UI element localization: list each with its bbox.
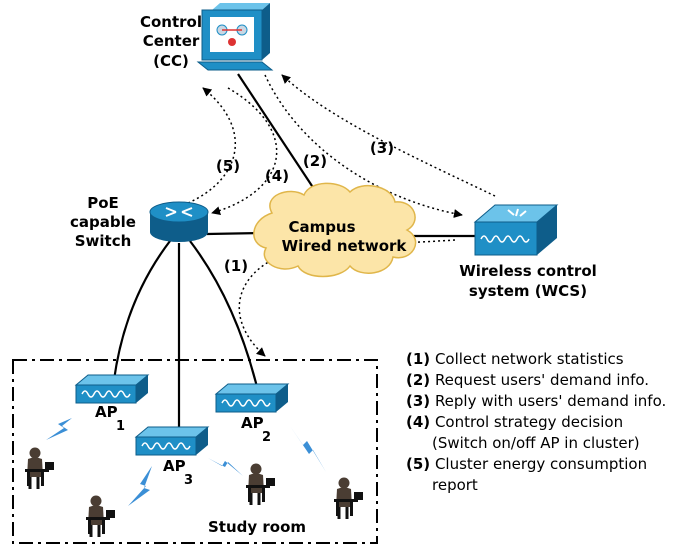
user-icon bbox=[84, 494, 117, 539]
legend-num: (3) bbox=[406, 392, 431, 410]
legend: (1) Collect network statistics (2) Reque… bbox=[406, 349, 666, 496]
step-label-3: (3) bbox=[370, 139, 394, 157]
wireless-signal-2 bbox=[290, 426, 326, 472]
legend-item-3: (3) Reply with users' demand info. bbox=[406, 391, 666, 412]
link-switch-ap1 bbox=[112, 240, 171, 381]
legend-num: (1) bbox=[406, 350, 431, 368]
legend-text: Collect network statistics bbox=[434, 350, 624, 368]
legend-item-5: (5) Cluster energy consumption bbox=[406, 454, 666, 475]
access-point-2 bbox=[215, 383, 289, 413]
ap3-label: AP bbox=[163, 457, 186, 475]
ap3-subscript: 3 bbox=[184, 473, 193, 488]
arrow-step-4 bbox=[211, 87, 278, 216]
ap1-label: AP bbox=[95, 403, 118, 421]
user-icon bbox=[332, 476, 365, 521]
switch-label-line2: capable bbox=[70, 213, 136, 231]
legend-item-2: (2) Request users' demand info. bbox=[406, 370, 666, 391]
wireless-signal-3b bbox=[208, 458, 243, 476]
ap2-subscript: 2 bbox=[262, 430, 271, 445]
user-icon bbox=[23, 446, 56, 491]
poe-switch bbox=[149, 201, 209, 242]
link-cc-cloud bbox=[237, 73, 319, 196]
arrow-step-3 bbox=[281, 74, 496, 197]
legend-text: Request users' demand info. bbox=[434, 371, 650, 389]
wcs-device bbox=[473, 204, 559, 256]
study-room-boundary bbox=[12, 359, 378, 544]
link-switch-ap2 bbox=[189, 240, 259, 388]
legend-text: Cluster energy consumption bbox=[434, 455, 648, 473]
legend-text: Control strategy decision bbox=[434, 413, 624, 431]
study-room-label: Study room bbox=[208, 518, 306, 536]
switch-label-line1: PoE bbox=[87, 194, 119, 212]
legend-num: (2) bbox=[406, 371, 431, 389]
switch-label-line3: Switch bbox=[75, 232, 132, 250]
arrow-step-5 bbox=[187, 87, 237, 204]
wcs-label-line1: Wireless control bbox=[459, 262, 597, 280]
user-icon bbox=[244, 462, 277, 507]
link-switch-cloud bbox=[206, 231, 261, 236]
network-label-line1: Campus bbox=[288, 218, 355, 236]
ap1-subscript: 1 bbox=[116, 419, 125, 434]
cc-label-line3: (CC) bbox=[153, 52, 189, 70]
arrow-step-2 bbox=[264, 74, 463, 218]
legend-item-1: (1) Collect network statistics bbox=[406, 349, 666, 370]
step-label-1: (1) bbox=[224, 257, 248, 275]
legend-item-4: (4) Control strategy decision bbox=[406, 412, 666, 433]
cc-label-line1: Control bbox=[140, 13, 202, 31]
access-point-3 bbox=[135, 426, 209, 456]
legend-item-4-cont: (Switch on/off AP in cluster) bbox=[432, 434, 640, 452]
control-center-computer bbox=[196, 3, 274, 71]
wireless-signal-3a bbox=[128, 466, 152, 506]
step-label-2: (2) bbox=[303, 152, 327, 170]
cc-label-line2: Center bbox=[143, 32, 200, 50]
step-label-5: (5) bbox=[216, 157, 240, 175]
step-label-4: (4) bbox=[265, 167, 289, 185]
legend-item-5-cont: report bbox=[432, 476, 478, 494]
access-point-1 bbox=[75, 374, 149, 404]
legend-num: (5) bbox=[406, 455, 431, 473]
wireless-signal-1 bbox=[46, 418, 72, 440]
network-label-line2: Wired network bbox=[282, 237, 408, 255]
ap2-label: AP bbox=[241, 414, 264, 432]
legend-text: Reply with users' demand info. bbox=[434, 392, 667, 410]
campus-network-cloud bbox=[253, 182, 417, 278]
wcs-label-line2: system (WCS) bbox=[469, 282, 587, 300]
legend-num: (4) bbox=[406, 413, 431, 431]
